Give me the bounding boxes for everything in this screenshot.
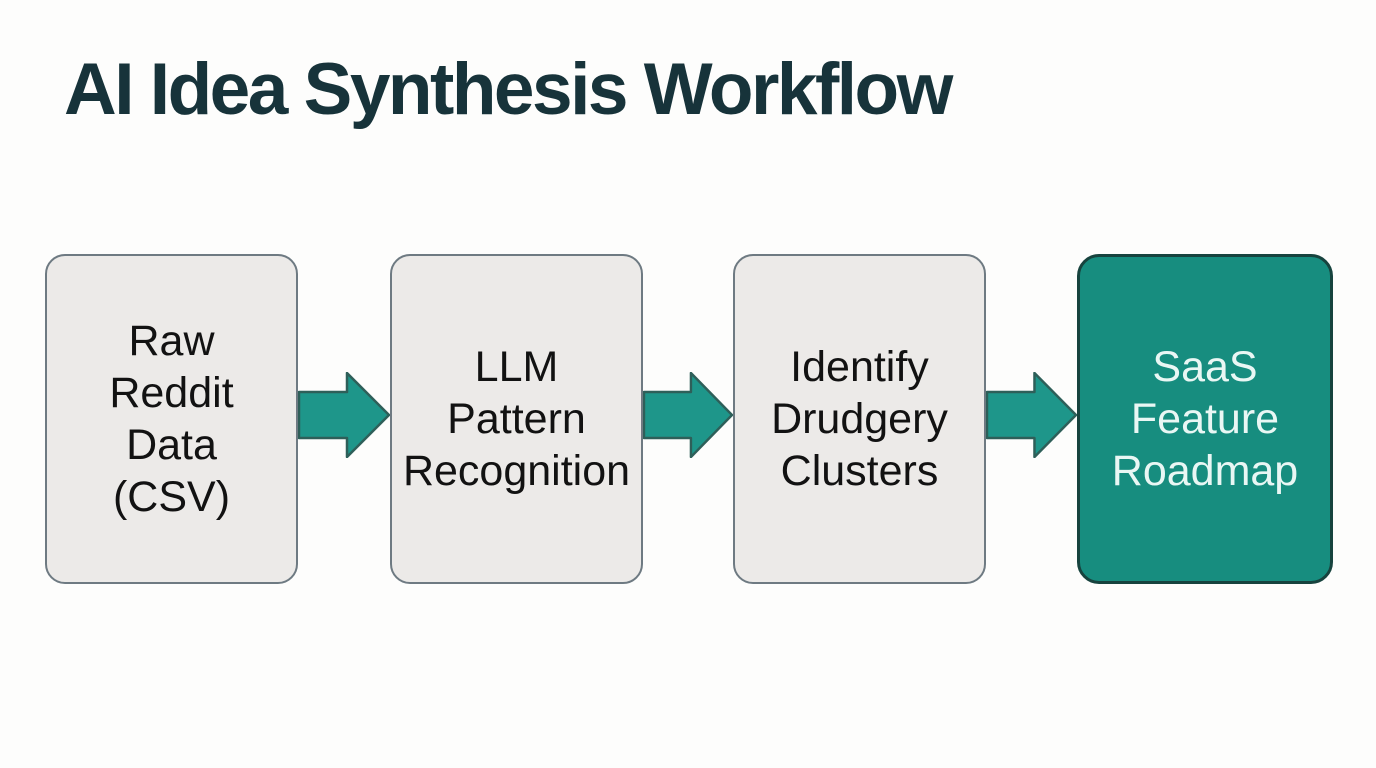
step-label-line: Reddit: [109, 369, 234, 417]
step-label-line: Recognition: [402, 447, 631, 495]
arrow-right-icon: [986, 372, 1077, 458]
arrow-right-icon: [298, 372, 390, 458]
step-label-line: LLM: [474, 343, 559, 391]
step-label-line: (CSV): [112, 473, 231, 521]
workflow-step-raw-reddit-data: Raw Reddit Data (CSV): [45, 254, 298, 584]
step-label-line: Pattern: [447, 395, 586, 443]
arrow-right-icon: [643, 372, 733, 458]
workflow-step-saas-feature-roadmap: SaaS Feature Roadmap: [1077, 254, 1333, 584]
page-title: AI Idea Synthesis Workflow: [64, 49, 953, 130]
step-label-line: Data: [126, 421, 217, 469]
step-label-line: SaaS: [1152, 343, 1258, 391]
step-label-line: Clusters: [780, 447, 939, 495]
step-label-line: Roadmap: [1111, 447, 1299, 495]
workflow-step-identify-drudgery-clusters: Identify Drudgery Clusters: [733, 254, 986, 584]
step-label-line: Drudgery: [771, 395, 948, 443]
step-label-line: Raw: [128, 317, 215, 365]
step-label-line: Feature: [1130, 395, 1280, 443]
workflow-step-llm-pattern-recognition: LLM Pattern Recognition: [390, 254, 643, 584]
step-label-line: Identify: [790, 343, 929, 391]
